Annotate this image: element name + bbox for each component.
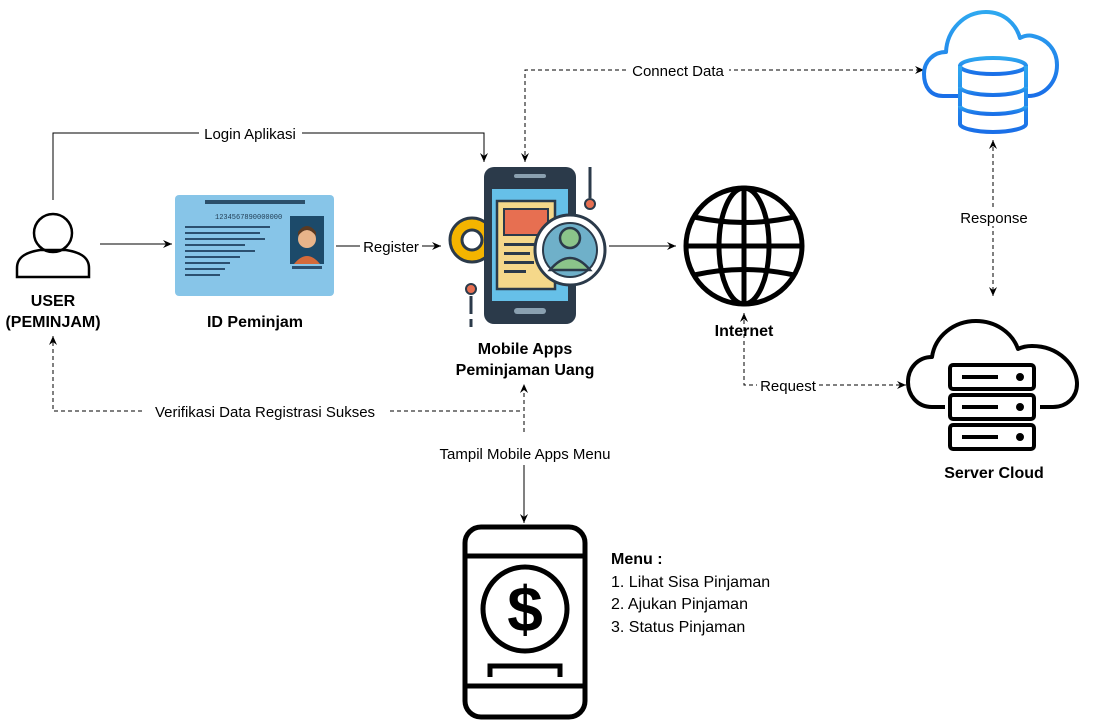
edge-request: Request: [740, 313, 906, 395]
menu-item-lihat-sisa: 1. Lihat Sisa Pinjaman: [611, 573, 771, 591]
server-cloud-node: Server Cloud: [906, 319, 1079, 482]
mobile-app-node: Mobile Apps Peminjaman Uang: [448, 167, 607, 379]
menu-phone-icon: [462, 524, 588, 720]
user-icon: [15, 212, 91, 279]
edge-label-request: Request: [760, 378, 817, 395]
menu-item-status: 3. Status Pinjaman: [611, 618, 746, 636]
id-card-number: 1234567890000000: [215, 214, 282, 222]
id-card-node: 1234567890000000 ID Peminjam: [175, 195, 334, 331]
edge-register: Register: [336, 237, 441, 256]
edge-label-verifikasi: Verifikasi Data Registrasi Sukses: [155, 404, 375, 421]
menu-title: Menu :: [611, 551, 663, 568]
edge-label-response: Response: [960, 210, 1028, 227]
user-label-line2: (PEMINJAM): [5, 314, 100, 331]
svg-text:$: $: [507, 573, 543, 645]
internet-label: Internet: [715, 323, 774, 340]
internet-node: Internet: [683, 185, 805, 340]
globe-icon: [683, 185, 805, 307]
user-label-line1: USER: [31, 293, 76, 310]
edge-verifikasi: Verifikasi Data Registrasi Sukses: [49, 336, 520, 421]
edge-response: Response: [955, 140, 1033, 296]
edge-tampil: Tampil Mobile Apps Menu: [432, 384, 618, 523]
user-node: USER (PEMINJAM): [5, 212, 101, 331]
id-card-icon: 1234567890000000: [175, 195, 334, 296]
mobile-app-icon: [448, 167, 607, 327]
mobile-app-label-line2: Peminjaman Uang: [456, 362, 595, 379]
edge-connect: Connect Data: [521, 61, 924, 162]
server-cloud-icon: [906, 319, 1079, 451]
edge-label-connect: Connect Data: [632, 63, 724, 80]
edge-label-tampil: Tampil Mobile Apps Menu: [440, 446, 611, 463]
edge-login: Login Aplikasi: [52, 124, 488, 200]
cloud-database-icon: [922, 10, 1059, 134]
mobile-app-label-line1: Mobile Apps: [478, 341, 573, 358]
cloud-database-node: [922, 10, 1059, 134]
edge-label-login: Login Aplikasi: [204, 126, 296, 143]
menu-item-ajukan: 2. Ajukan Pinjaman: [611, 596, 748, 613]
server-cloud-label: Server Cloud: [944, 465, 1044, 482]
id-card-label: ID Peminjam: [207, 314, 303, 331]
menu-phone-node: $: [462, 524, 588, 720]
dollar-icon: $: [507, 573, 543, 645]
edge-label-register: Register: [363, 239, 419, 256]
menu-list: Menu : 1. Lihat Sisa Pinjaman 2. Ajukan …: [611, 549, 770, 639]
